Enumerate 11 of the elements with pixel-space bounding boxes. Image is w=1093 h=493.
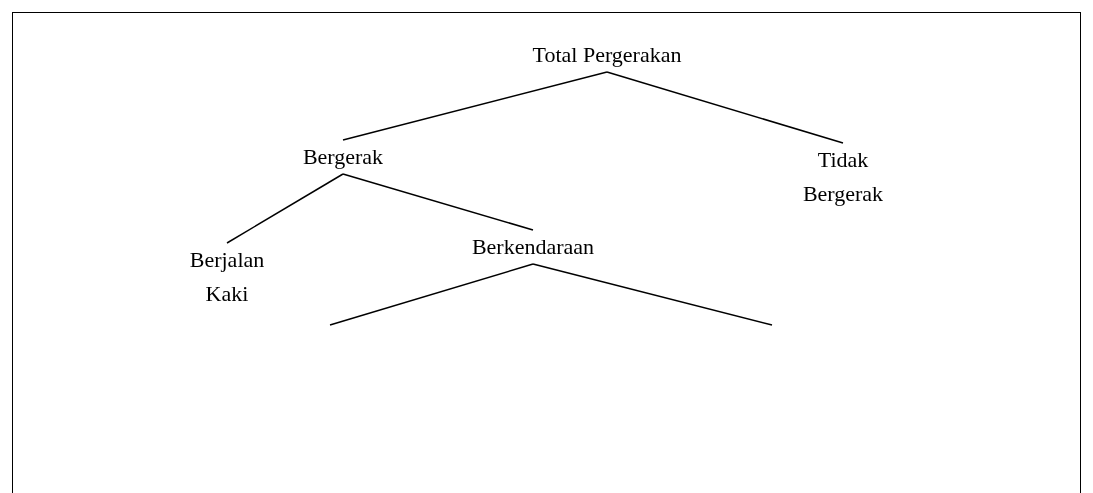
connector-line — [226, 173, 344, 244]
node-label: Tidak Bergerak — [801, 146, 885, 208]
connector-line — [606, 71, 844, 144]
node-label: Total Pergerakan — [531, 41, 683, 69]
node-label: Berjalan Kaki — [188, 246, 266, 308]
connector-line — [342, 173, 534, 231]
connector-line — [329, 263, 534, 326]
node-label: Bergerak — [301, 143, 385, 171]
node-label: Berkendaraan — [470, 233, 596, 261]
connector-line — [342, 71, 608, 141]
connector-line — [532, 263, 773, 326]
